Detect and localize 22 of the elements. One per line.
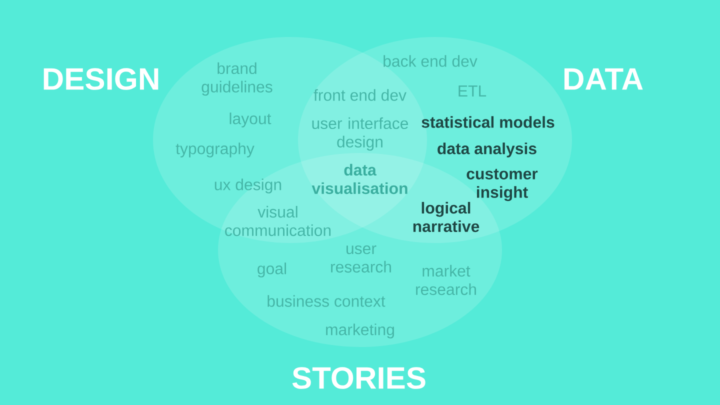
topic-label: statistical models bbox=[422, 116, 554, 128]
topic-label: goal bbox=[258, 262, 286, 278]
topic-label: ux design bbox=[214, 178, 282, 194]
topic-label: data visualisation bbox=[312, 164, 408, 194]
topic-label: ETL bbox=[458, 86, 486, 96]
topic-label: marketing bbox=[326, 324, 394, 338]
topic-label: typography bbox=[176, 142, 254, 158]
topic-label: layout bbox=[230, 112, 272, 128]
circle-title: STORIES bbox=[292, 367, 426, 389]
topic-label: customer insight bbox=[466, 168, 538, 202]
topic-label: user research bbox=[331, 245, 391, 273]
circle-title: DATA bbox=[564, 68, 643, 90]
topic-label: user interface design bbox=[312, 117, 408, 151]
topic-label: front end dev bbox=[314, 89, 406, 101]
topic-label: visual communication bbox=[225, 206, 331, 236]
topic-label: logical narrative bbox=[413, 202, 480, 232]
topic-label: market research bbox=[416, 264, 476, 296]
topic-label: brand guidelines bbox=[202, 62, 272, 96]
topic-label: back end dev bbox=[384, 55, 478, 67]
circle-title: DESIGN bbox=[44, 68, 158, 90]
topic-label: data analysis bbox=[438, 142, 536, 158]
topic-label: business context bbox=[268, 295, 386, 307]
